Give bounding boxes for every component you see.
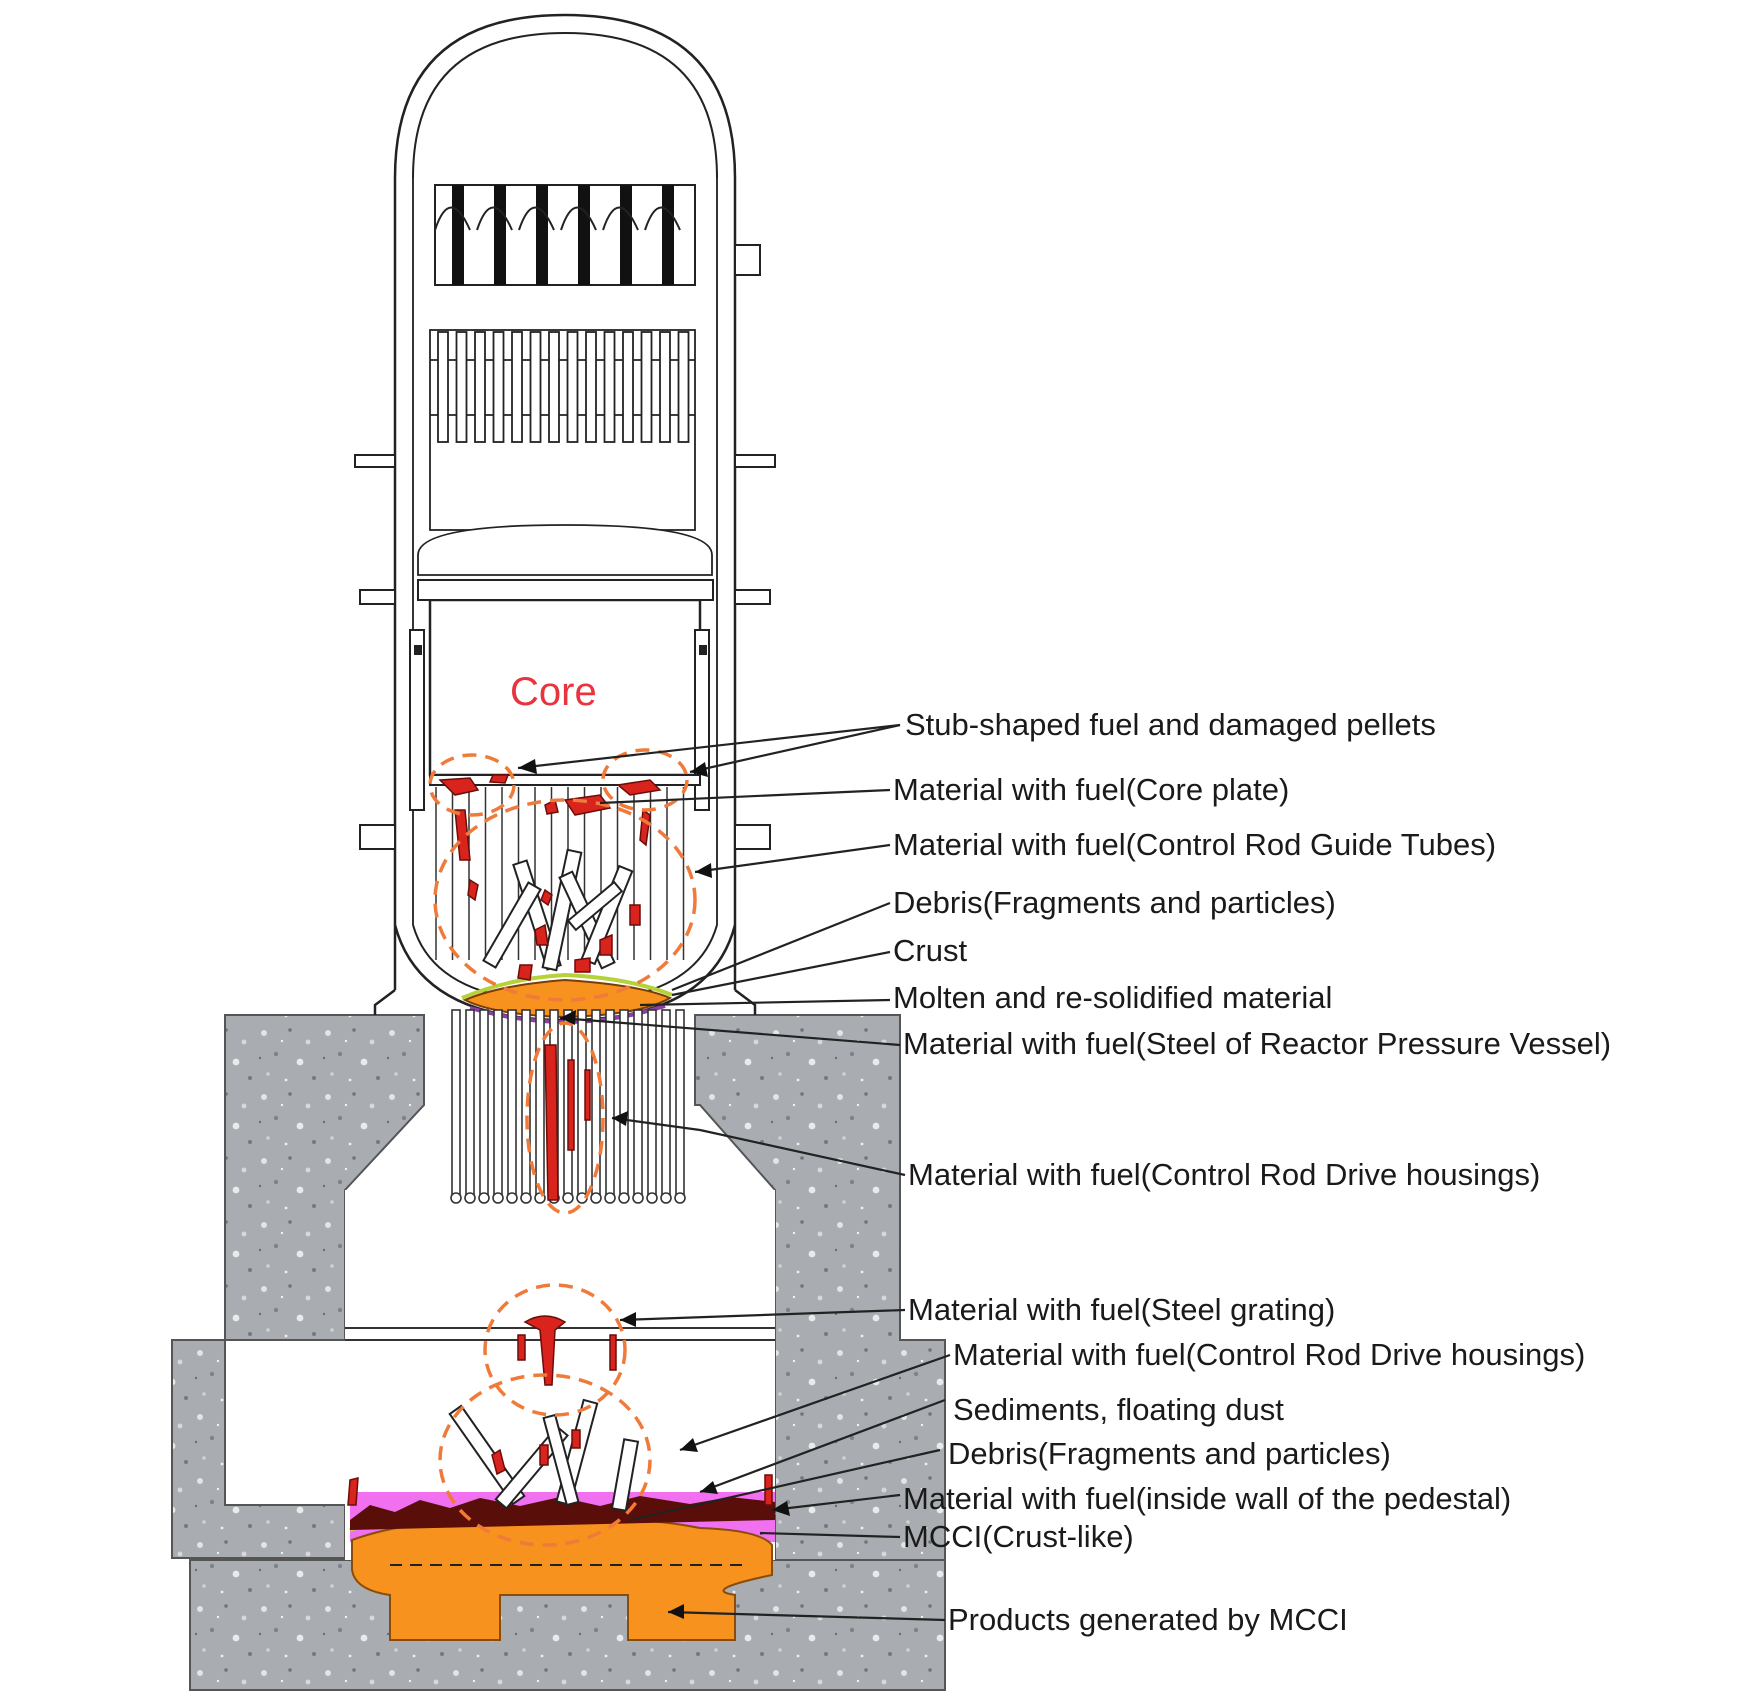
steam-dryer bbox=[434, 184, 696, 286]
crd-housing-tube bbox=[605, 1009, 615, 1196]
label-steel-grating: Material with fuel(Steel grating) bbox=[908, 1292, 1335, 1327]
steel-grating bbox=[345, 1327, 775, 1341]
crd-housing-end bbox=[520, 1192, 532, 1204]
label-stub-shaped-fuel: Stub-shaped fuel and damaged pellets bbox=[905, 707, 1436, 742]
crd-fuel-streaks bbox=[544, 1044, 591, 1201]
crd-housing-end bbox=[478, 1192, 490, 1204]
crd-housing-end bbox=[604, 1192, 616, 1204]
crd-housing-end bbox=[450, 1192, 462, 1204]
crd-housing-end bbox=[506, 1192, 518, 1204]
crd-housing-end bbox=[492, 1192, 504, 1204]
crd-housing-end bbox=[660, 1192, 672, 1204]
label-debris-pedestal: Debris(Fragments and particles) bbox=[948, 1436, 1391, 1471]
label-mcci-products: Products generated by MCCI bbox=[948, 1602, 1348, 1637]
separator-tube bbox=[511, 331, 523, 443]
separator-tube bbox=[529, 331, 542, 443]
crd-housing-end bbox=[464, 1192, 476, 1204]
separator-tube bbox=[566, 331, 579, 443]
label-pedestal-wall: Material with fuel(inside wall of the pe… bbox=[903, 1481, 1511, 1516]
grating-fuel bbox=[517, 1315, 617, 1386]
rpv-debris bbox=[482, 848, 634, 972]
leader-lines bbox=[517, 723, 951, 1622]
crd-housing-tube bbox=[493, 1009, 503, 1196]
label-crd-housings-upper: Material with fuel(Control Rod Drive hou… bbox=[908, 1157, 1540, 1192]
separator-tube bbox=[455, 331, 468, 443]
pedestal-debris bbox=[448, 1398, 640, 1512]
label-rpv-steel: Material with fuel(Steel of Reactor Pres… bbox=[903, 1026, 1611, 1061]
label-mcci-crust: MCCI(Crust-like) bbox=[903, 1519, 1134, 1554]
crd-housing-end bbox=[562, 1192, 574, 1204]
core-region: Core bbox=[409, 579, 714, 811]
crd-housing-tube bbox=[507, 1009, 517, 1196]
pedestal-fuel-fragments bbox=[347, 1429, 773, 1506]
label-crd-housings-lower: Material with fuel(Control Rod Drive hou… bbox=[953, 1337, 1585, 1372]
separator-tube bbox=[677, 331, 690, 443]
crd-housing-end bbox=[618, 1192, 630, 1204]
crd-housing-tube bbox=[451, 1009, 461, 1196]
highlight-circles bbox=[428, 748, 697, 1547]
separator-tube bbox=[640, 331, 653, 443]
crd-housing-end bbox=[674, 1192, 686, 1204]
separator-tube bbox=[548, 331, 560, 443]
separator-tube bbox=[437, 331, 449, 443]
core-label: Core bbox=[510, 670, 597, 714]
separator-tube bbox=[622, 331, 634, 443]
sediment-dark-layer bbox=[350, 1496, 775, 1530]
separator-tube bbox=[474, 331, 486, 443]
crd-housing-end bbox=[646, 1192, 658, 1204]
crd-housing-tube bbox=[633, 1009, 643, 1196]
crd-housing-tube bbox=[479, 1009, 489, 1196]
steam-separators bbox=[417, 329, 713, 576]
callout-labels: Stub-shaped fuel and damaged pellets Mat… bbox=[893, 707, 1611, 1637]
crd-housing-end bbox=[632, 1192, 644, 1204]
rpv-fuel-fragments bbox=[438, 774, 662, 981]
separator-tube bbox=[585, 331, 597, 443]
crd-housing-tube bbox=[647, 1009, 657, 1196]
separator-tube bbox=[659, 331, 671, 443]
separator-tube bbox=[603, 331, 616, 443]
label-molten-resolidified: Molten and re-solidified material bbox=[893, 980, 1332, 1015]
crd-housing-tube bbox=[675, 1009, 685, 1196]
label-crust: Crust bbox=[893, 933, 967, 968]
crd-housing-tube bbox=[661, 1009, 671, 1196]
crd-housing-tube bbox=[619, 1009, 629, 1196]
label-core-plate: Material with fuel(Core plate) bbox=[893, 772, 1289, 807]
label-control-rod-guide-tubes: Material with fuel(Control Rod Guide Tub… bbox=[893, 827, 1496, 862]
crd-housing-tube bbox=[465, 1009, 475, 1196]
label-debris-rpv: Debris(Fragments and particles) bbox=[893, 885, 1336, 920]
label-sediments: Sediments, floating dust bbox=[953, 1392, 1284, 1427]
separator-tube bbox=[492, 331, 505, 443]
crd-housing-end bbox=[590, 1192, 602, 1204]
